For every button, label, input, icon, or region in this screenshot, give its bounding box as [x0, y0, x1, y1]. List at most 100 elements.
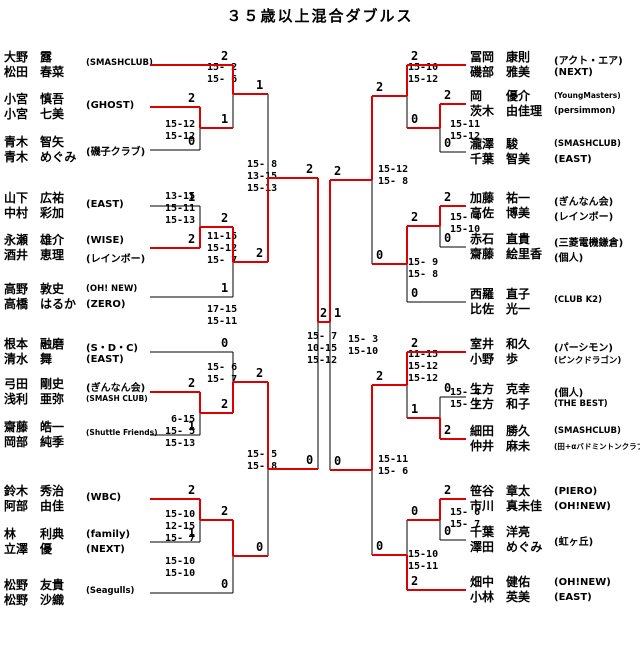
club-name: (family) [86, 529, 131, 540]
games-won: 2 [188, 232, 196, 246]
games-won: 1 [411, 402, 419, 416]
club-name: (OH!NEW) [554, 577, 611, 588]
player-name: 小林 英美 [470, 590, 531, 604]
player-name: 生方 克幸 [470, 382, 531, 396]
match-score: 15-12 15-12 [165, 119, 196, 142]
games-won: 1 [221, 112, 229, 126]
player-name: 齋藤 皓一 [4, 420, 65, 434]
club-name: (Seagulls) [86, 586, 135, 596]
games-won: 1 [221, 281, 229, 295]
games-won: 2 [444, 483, 452, 497]
player-name: 松野 友貴 [4, 578, 65, 592]
player-name: 赤石 直貴 [470, 232, 531, 246]
player-name: 永瀬 雄介 [4, 233, 65, 247]
club-name: (磯子クラブ) [86, 147, 146, 158]
player-name: 高橋 はるか [4, 297, 77, 311]
games-won: 2 [221, 49, 229, 63]
games-won: 2 [411, 336, 419, 350]
player-name: 山下 広祐 [4, 191, 65, 205]
games-won: 0 [411, 504, 419, 518]
player-name: 中村 彩加 [4, 206, 65, 220]
player-name: 岡部 純季 [4, 435, 65, 449]
games-won: 2 [444, 190, 452, 204]
match-score: 15- 3 15-10 [348, 334, 379, 357]
games-won: 1 [188, 526, 196, 540]
games-won: 2 [320, 306, 328, 320]
club-name: (ぎんなん会) [86, 383, 146, 394]
player-name: 大野 露 [4, 50, 53, 64]
player-name: 林 利典 [4, 527, 65, 541]
games-won: 1 [256, 78, 264, 92]
player-name: 弓田 剛史 [4, 377, 65, 391]
club-name: (NEXT) [554, 67, 593, 78]
games-won: 0 [444, 136, 452, 150]
match-score: 6-15 15- 5 15-13 [165, 414, 196, 449]
games-won: 0 [444, 231, 452, 245]
games-won: 0 [221, 577, 229, 591]
games-won: 0 [411, 286, 419, 300]
player-name: 松野 沙織 [4, 593, 65, 607]
games-won: 1 [334, 306, 342, 320]
player-name: 岡 優介 [470, 89, 531, 103]
club-name: (ぎんなん会) [554, 197, 614, 208]
player-name: 高佐 博美 [470, 206, 531, 220]
games-won: 0 [306, 453, 314, 467]
games-won: 0 [221, 336, 229, 350]
player-name: 齋藤 絵里香 [470, 247, 543, 261]
match-score: 17-15 15-11 [207, 304, 238, 327]
games-won: 2 [444, 423, 452, 437]
games-won: 2 [256, 246, 264, 260]
player-name: 鈴木 秀治 [4, 484, 65, 498]
club-name: (S・D・C) [86, 343, 138, 354]
match-score: 15-11 15- 6 [378, 454, 409, 477]
games-won: 2 [188, 483, 196, 497]
club-name: (WISE) [86, 235, 124, 246]
club-name: (レインボー) [86, 254, 146, 265]
games-won: 0 [334, 454, 342, 468]
club-name: (田+αバドミントンクラブ) [554, 442, 640, 451]
club-name: (ZERO) [86, 299, 126, 310]
games-won: 2 [334, 164, 342, 178]
club-name: (EAST) [86, 354, 124, 365]
player-name: 笹谷 章太 [470, 484, 531, 498]
player-name: 高野 敦史 [4, 282, 65, 296]
player-name: 小野 歩 [470, 352, 519, 366]
club-name: (レインボー) [554, 212, 614, 223]
player-name: 阿部 由佳 [4, 499, 65, 513]
games-won: 1 [188, 190, 196, 204]
match-score: 15-10 15-12 [408, 62, 439, 85]
player-name: 小宮 慎吾 [4, 92, 65, 106]
player-name: 比佐 光一 [470, 302, 531, 316]
club-name: (Shuttle Friends) [86, 428, 158, 437]
player-name: 立澤 優 [4, 542, 53, 556]
match-score: 15-11 15-12 [450, 119, 481, 142]
match-score: 15- 4 15-10 [450, 212, 481, 235]
club-name: (アクト・エア) [554, 56, 623, 67]
match-score: 15- 5 15- 8 [247, 449, 278, 472]
player-name: 市川 真未佳 [470, 499, 543, 513]
player-name: 瀧澤 駿 [470, 137, 519, 151]
games-won: 2 [221, 211, 229, 225]
games-won: 2 [411, 210, 419, 224]
match-score: 15- 7 10-15 15-12 [307, 331, 338, 366]
match-score: 15- 8 13-15 15-13 [247, 159, 278, 194]
club-name: (CLUB K2) [554, 295, 602, 305]
player-name: 千葉 洋亮 [470, 525, 531, 539]
games-won: 0 [376, 539, 384, 553]
club-name: (虹ヶ丘) [554, 537, 594, 548]
match-score: 15- 9 15- 8 [408, 257, 439, 280]
match-score: 15- 6 15- 7 [207, 362, 238, 385]
games-won: 2 [188, 376, 196, 390]
club-name: (EAST) [554, 154, 592, 165]
club-name: (SMASHCLUB) [554, 139, 621, 149]
match-score: 15-10 15-10 [165, 556, 196, 579]
club-name: (EAST) [554, 592, 592, 603]
player-name: 松田 春菜 [4, 65, 65, 79]
games-won: 2 [256, 366, 264, 380]
games-won: 0 [444, 524, 452, 538]
player-name: 小宮 七美 [4, 107, 65, 121]
player-name: 西羅 直子 [470, 287, 531, 301]
games-won: 2 [221, 504, 229, 518]
player-name: 畑中 健佑 [470, 575, 531, 589]
